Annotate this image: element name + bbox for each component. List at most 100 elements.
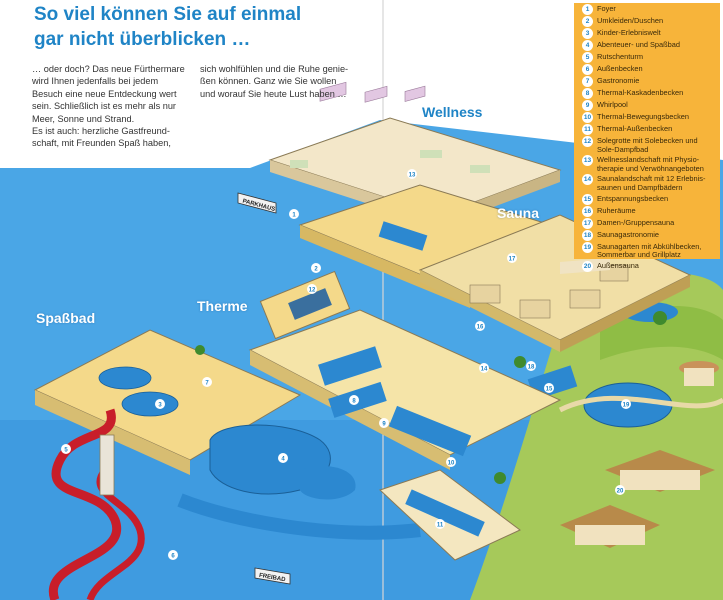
facility-legend: 1 Foyer 2 Umkleiden/Duschen 3 Kinder-Erlebnis… (574, 3, 720, 272)
legend-number: 14 (582, 174, 593, 186)
svg-text:14: 14 (481, 367, 488, 373)
svg-text:11: 11 (437, 523, 444, 529)
svg-text:6: 6 (171, 554, 175, 560)
legend-item: 5 Rutschenturm (582, 52, 717, 63)
legend-label: Saunalandschaft mit 12 Erlebnis- saunen … (597, 174, 706, 192)
map-marker-10: 10 (446, 457, 456, 467)
intro-left-line: wird Ihnen jedenfalls bei jedem (32, 76, 159, 87)
map-marker-11: 11 (435, 519, 445, 529)
intro-left-line: … oder doch? Das neue Fürthermare (32, 64, 185, 74)
map-marker-12: 12 (307, 284, 317, 294)
legend-item: 16 Ruheräume (582, 205, 717, 217)
area-label-sauna: Sauna (497, 205, 540, 221)
legend-number: 16 (582, 205, 593, 217)
legend-label: Kinder-Erlebniswelt (597, 28, 661, 37)
legend-item: 17 Damen-/Gruppensauna (582, 217, 717, 229)
map-marker-16: 16 (475, 321, 485, 331)
map-marker-9: 9 (379, 418, 389, 428)
area-label-spassbad: Spaßbad (36, 310, 96, 326)
intro-right-line: sich wohlfühlen und die Ruhe genie- (200, 64, 349, 74)
legend-item: 6 Außenbecken (582, 64, 717, 75)
map-marker-8: 8 (349, 395, 359, 405)
svg-text:19: 19 (623, 403, 630, 409)
svg-text:12: 12 (309, 288, 316, 294)
map-marker-2: 2 (311, 263, 321, 273)
legend-item: 18 Saunagastronomie (582, 229, 717, 241)
legend-number: 6 (582, 64, 593, 75)
legend-number: 8 (582, 88, 593, 99)
svg-text:20: 20 (617, 489, 624, 495)
svg-text:2: 2 (314, 267, 318, 273)
map-marker-15: 15 (544, 383, 554, 393)
map-marker-20: 20 (615, 485, 625, 495)
legend-item: 4 Abenteuer- und Spaßbad (582, 40, 717, 51)
area-label-wellness: Wellness (422, 104, 483, 120)
legend-label: Rutschenturm (597, 52, 644, 61)
legend-number: 20 (582, 260, 593, 272)
legend-label: Außensauna (597, 260, 639, 270)
legend-label: Abenteuer- und Spaßbad (597, 40, 681, 49)
intro-left-line: Meer, Sonne und Strand. (32, 113, 135, 124)
intro-left-line: Es ist auch: herzliche Gastfreund- (32, 126, 170, 137)
legend-number: 1 (582, 4, 593, 15)
legend-label: Whirlpool (597, 100, 628, 109)
legend-number: 5 (582, 52, 593, 63)
map-marker-4: 4 (278, 453, 288, 463)
legend-number: 3 (582, 28, 593, 39)
map-marker-13: 13 (407, 169, 417, 179)
legend-number: 12 (582, 136, 593, 147)
legend-label: Thermal-Kaskadenbecken (597, 88, 684, 97)
legend-label: Ruheräume (597, 205, 636, 215)
svg-text:17: 17 (509, 257, 516, 263)
map-marker-17: 17 (507, 253, 517, 263)
legend-item: 13 Wellnesslandschaft mit Physio- therapi… (582, 155, 717, 173)
svg-text:18: 18 (528, 365, 535, 371)
legend-number: 4 (582, 40, 593, 51)
legend-number: 18 (582, 229, 593, 241)
legend-label: Saunagarten mit Abkühlbecken, Sommerbar … (597, 241, 702, 260)
legend-label: Thermal-Außenbecken (597, 124, 673, 133)
legend-label: Saunagastronomie (597, 229, 660, 239)
intro-text-right: sich wohlfühlen und die Ruhe genie- ßen … (200, 63, 370, 100)
legend-number: 17 (582, 217, 593, 229)
map-marker-7: 7 (202, 377, 212, 387)
legend-item: 20 Außensauna (582, 260, 717, 272)
svg-text:5: 5 (64, 448, 68, 454)
page-title-line-2: gar nicht überblicken … (34, 29, 251, 50)
legend-label: Wellnesslandschaft mit Physio- therapie … (597, 155, 704, 173)
intro-right-line: und worauf Sie heute Lust haben … (200, 88, 347, 99)
svg-text:8: 8 (352, 399, 356, 405)
legend-label: Thermal-Bewegungsbecken (597, 112, 690, 121)
legend-number: 13 (582, 155, 593, 167)
legend-label: Gastronomie (597, 76, 640, 85)
legend-label: Foyer (597, 4, 616, 13)
legend-item: 1 Foyer (582, 4, 717, 15)
svg-text:4: 4 (281, 457, 285, 463)
intro-left-line: schaft, mit Freunden Spaß haben, (32, 138, 171, 149)
map-marker-6: 6 (168, 550, 178, 560)
svg-text:10: 10 (448, 461, 455, 467)
legend-label: Damen-/Gruppensauna (597, 217, 675, 227)
legend-label: Umkleiden/Duschen (597, 16, 664, 25)
legend-label: Außenbecken (597, 64, 643, 73)
page-title-line-1: So viel können Sie auf einmal (34, 4, 302, 25)
legend-number: 2 (582, 16, 593, 27)
svg-text:1: 1 (292, 213, 296, 219)
legend-label: Entspannungsbecken (597, 193, 669, 203)
legend-label: Solegrotte mit Solebecken und Sole-Dampf… (597, 136, 698, 154)
intro-left-line: sein. Schließlich ist es mehr als nur (32, 101, 176, 112)
legend-number: 11 (582, 124, 593, 135)
map-marker-14: 14 (479, 363, 489, 373)
legend-item: 12 Solegrotte mit Solebecken und Sole-Dam… (582, 136, 717, 154)
legend-item: 11 Thermal-Außenbecken (582, 124, 717, 135)
freibad-sign: FREIBAD (259, 573, 287, 584)
intro-right-line: ßen können. Ganz wie Sie wollen (200, 76, 337, 87)
legend-item: 14 Saunalandschaft mit 12 Erlebnis- saune… (582, 174, 717, 192)
svg-text:7: 7 (205, 381, 209, 387)
